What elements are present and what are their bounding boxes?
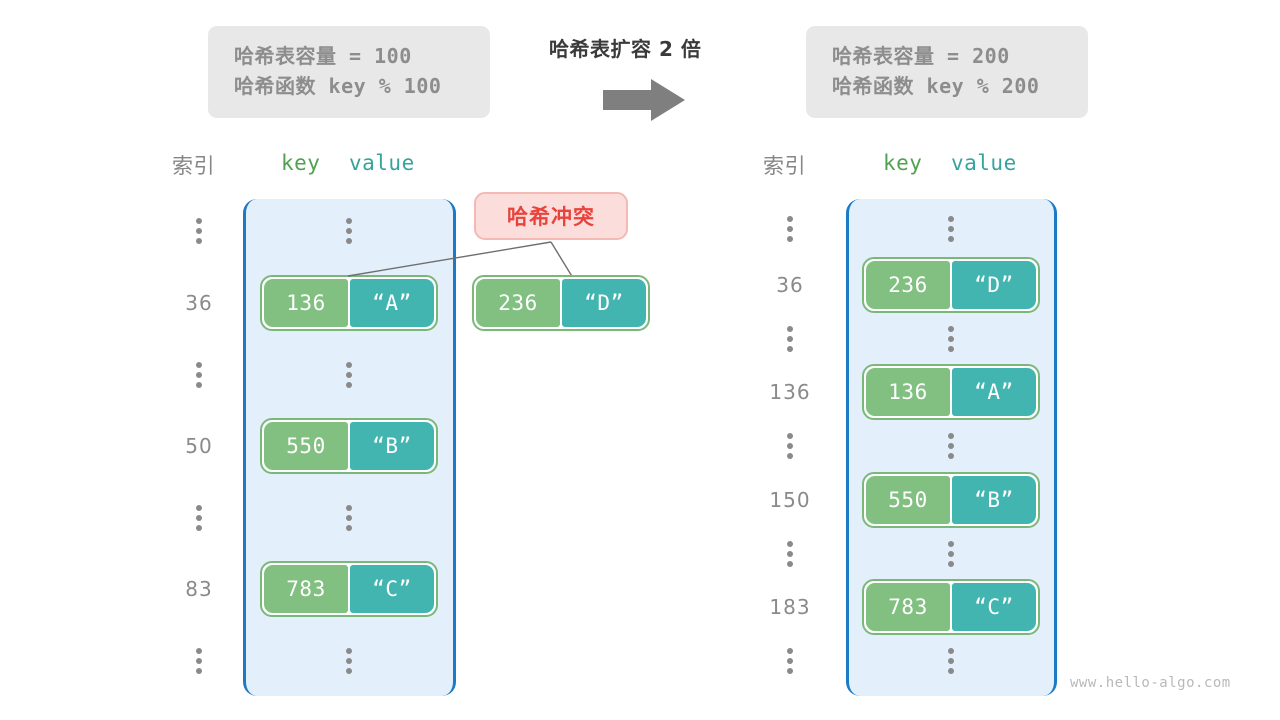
right-header-index: 索引 (763, 154, 806, 178)
pair-key-cell: 236 (476, 279, 560, 327)
pair-key-cell: 550 (264, 422, 348, 470)
expand-arrow-icon (603, 79, 685, 125)
left-entry-pair[interactable]: 550“B” (260, 418, 438, 474)
colliding-entry-pair[interactable]: 236“D” (472, 275, 650, 331)
right-index-label: 136 (769, 380, 811, 404)
right-entry-pair[interactable]: 236“D” (862, 257, 1040, 313)
pair-value-cell: “B” (350, 422, 434, 470)
right-index-ellipsis (787, 326, 793, 352)
pair-key-cell: 550 (866, 476, 950, 524)
right-row-ellipsis (948, 326, 954, 352)
right-entry-pair[interactable]: 783“C” (862, 579, 1040, 635)
right-row-ellipsis (948, 216, 954, 242)
left-index-label: 83 (185, 577, 213, 601)
left-entry-pair[interactable]: 136“A” (260, 275, 438, 331)
pair-key-cell: 236 (866, 261, 950, 309)
right-info-capacity: 哈希表容量 = 200 (832, 44, 1010, 68)
left-header-key: key (281, 151, 321, 175)
left-header-index: 索引 (172, 154, 215, 178)
left-info-hashfunc: 哈希函数 key % 100 (234, 74, 442, 98)
pair-value-cell: “C” (952, 583, 1036, 631)
right-index-label: 183 (769, 595, 811, 619)
pair-key-cell: 783 (264, 565, 348, 613)
right-row-ellipsis (948, 648, 954, 674)
pair-value-cell: “D” (952, 261, 1036, 309)
left-row-ellipsis (346, 648, 352, 674)
watermark: www.hello-algo.com (1070, 675, 1231, 691)
left-info-capacity: 哈希表容量 = 100 (234, 44, 412, 68)
right-info-hashfunc: 哈希函数 key % 200 (832, 74, 1040, 98)
right-index-ellipsis (787, 216, 793, 242)
pair-key-cell: 136 (866, 368, 950, 416)
right-header-value: value (951, 151, 1017, 175)
right-index-label: 36 (776, 273, 804, 297)
pair-key-cell: 136 (264, 279, 348, 327)
left-header-value: value (349, 151, 415, 175)
pair-value-cell: “D” (562, 279, 646, 327)
right-header-key: key (883, 151, 923, 175)
right-row-ellipsis (948, 541, 954, 567)
left-index-label: 36 (185, 291, 213, 315)
right-index-label: 150 (769, 488, 811, 512)
center-title: 哈希表扩容 2 倍 (549, 37, 702, 61)
right-entry-pair[interactable]: 136“A” (862, 364, 1040, 420)
left-row-ellipsis (346, 362, 352, 388)
left-info-box: 哈希表容量 = 100 哈希函数 key % 100 (208, 26, 490, 118)
pair-value-cell: “B” (952, 476, 1036, 524)
left-index-ellipsis (196, 362, 202, 388)
left-row-ellipsis (346, 218, 352, 244)
pair-value-cell: “A” (952, 368, 1036, 416)
left-entry-pair[interactable]: 783“C” (260, 561, 438, 617)
left-index-ellipsis (196, 648, 202, 674)
right-index-ellipsis (787, 433, 793, 459)
right-index-ellipsis (787, 541, 793, 567)
right-entry-pair[interactable]: 550“B” (862, 472, 1040, 528)
pair-key-cell: 783 (866, 583, 950, 631)
right-row-ellipsis (948, 433, 954, 459)
left-index-label: 50 (185, 434, 213, 458)
left-index-ellipsis (196, 218, 202, 244)
hash-collision-badge: 哈希冲突 (474, 192, 628, 240)
left-row-ellipsis (346, 505, 352, 531)
pair-value-cell: “A” (350, 279, 434, 327)
left-index-ellipsis (196, 505, 202, 531)
right-info-box: 哈希表容量 = 200 哈希函数 key % 200 (806, 26, 1088, 118)
pair-value-cell: “C” (350, 565, 434, 613)
right-index-ellipsis (787, 648, 793, 674)
